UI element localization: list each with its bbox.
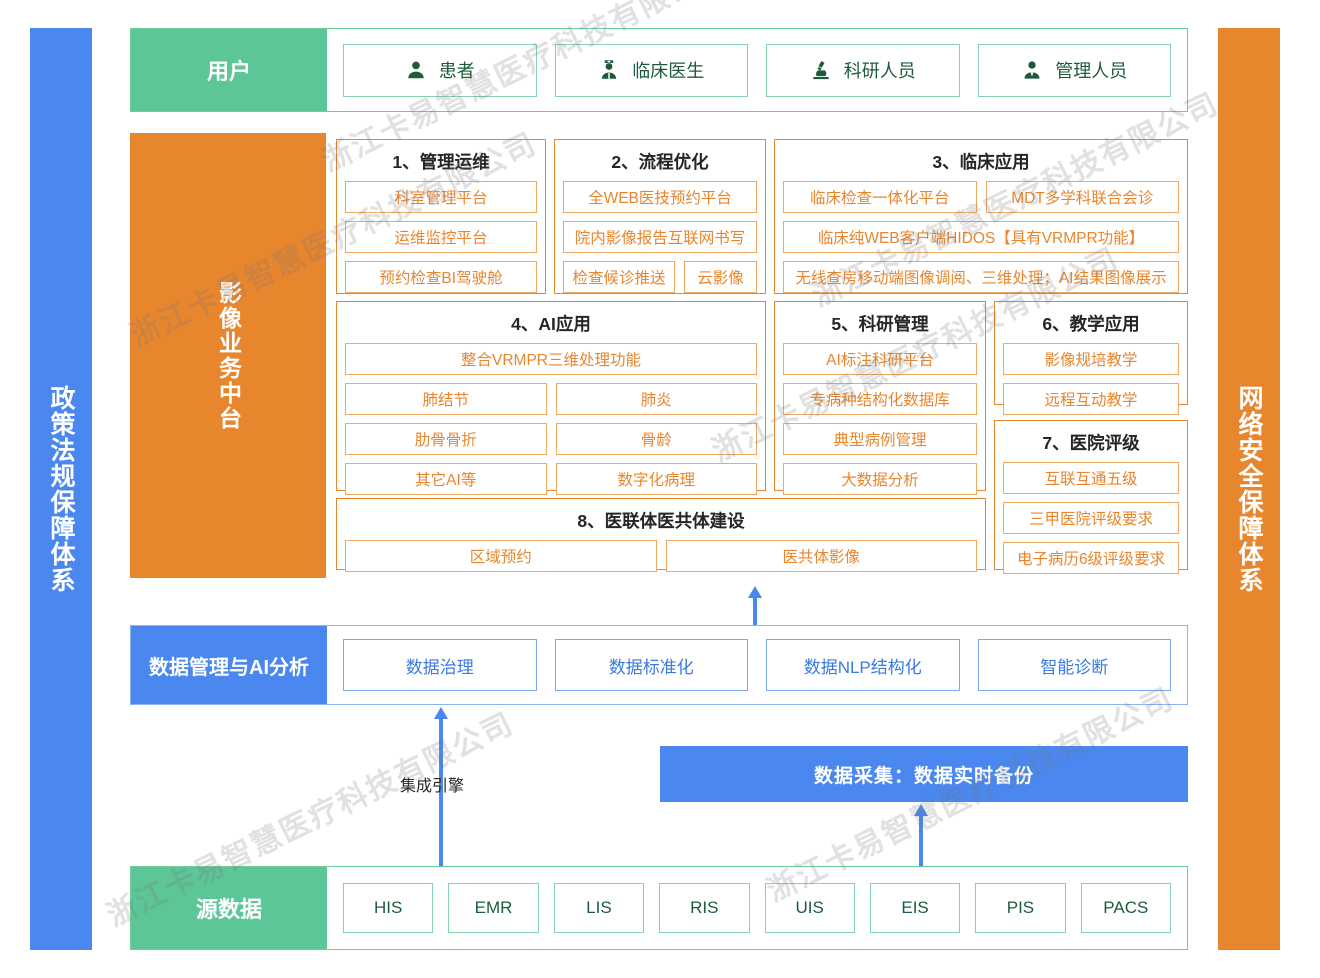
group-item[interactable]: 肺结节	[345, 383, 547, 415]
group-item[interactable]: 骨龄	[555, 423, 757, 455]
group-item[interactable]: 互联互通五级	[1003, 462, 1179, 494]
users-label-text: 用户	[206, 59, 251, 84]
imaging-platform-band: 影像业务中台 1、管理运维 科室管理平台 运维监控平台 预约检查BI驾驶舱 2、…	[130, 133, 1188, 578]
source-chip-pacs[interactable]: PACS	[1080, 883, 1171, 933]
source-chip-his[interactable]: HIS	[343, 883, 434, 933]
group-item[interactable]: 其它AI等	[345, 463, 547, 495]
doctor-icon	[598, 59, 620, 81]
group-item[interactable]: 预约检查BI驾驶舱	[345, 261, 537, 293]
data-management-list: 数据治理 数据标准化 数据NLP结构化 智能诊断	[327, 626, 1187, 704]
group-item[interactable]: 数字化病理	[555, 463, 757, 495]
user-chip-label: 科研人员	[843, 61, 916, 81]
user-chip-researcher[interactable]: 科研人员	[766, 43, 960, 97]
source-chip-lis[interactable]: LIS	[553, 883, 645, 933]
group-process-optimization: 2、流程优化 全WEB医技预约平台 院内影像报告互联网书写 检查候诊推送 云影像	[554, 139, 766, 294]
arrow-integration-engine	[434, 707, 448, 866]
arrow-datamgmt-to-platform	[748, 586, 762, 625]
group-research-management: 5、科研管理 AI标注科研平台 专病种结构化数据库 典型病例管理 大数据分析	[774, 301, 986, 495]
group-clinical-applications: 3、临床应用 临床检查一体化平台 MDT多学科联合会诊 临床纯WEB客户端HID…	[774, 139, 1188, 294]
user-chip-label: 临床医生	[632, 61, 705, 81]
group-management-ops: 1、管理运维 科室管理平台 运维监控平台 预约检查BI驾驶舱	[336, 139, 546, 294]
group-item[interactable]: 三甲医院评级要求	[1003, 502, 1179, 534]
user-chip-patient[interactable]: 患者	[343, 43, 537, 97]
group-item[interactable]: 电子病历6级评级要求	[1003, 542, 1179, 574]
arrow-source-to-collection	[914, 804, 928, 866]
source-chip-uis[interactable]: UIS	[764, 883, 855, 933]
group-title: 3、临床应用	[932, 152, 1030, 172]
group-item[interactable]: 运维监控平台	[345, 221, 537, 253]
integration-engine-label: 集成引擎	[400, 778, 465, 795]
group-title: 2、流程优化	[611, 152, 709, 172]
group-item[interactable]: 肺炎	[555, 383, 757, 415]
user-chip-label: 管理人员	[1055, 61, 1128, 81]
data-mgmt-chip-governance[interactable]: 数据治理	[343, 639, 537, 691]
patient-icon	[405, 59, 427, 81]
group-title: 8、医联体医共体建设	[577, 511, 745, 531]
group-item[interactable]: 大数据分析	[783, 463, 977, 495]
data-management-label-text: 数据管理与AI分析	[149, 656, 309, 679]
user-chip-clinician[interactable]: 临床医生	[554, 43, 748, 97]
group-title: 4、AI应用	[511, 314, 591, 334]
imaging-platform-label: 影像业务中台	[130, 133, 326, 578]
source-chip-eis[interactable]: EIS	[869, 883, 961, 933]
microscope-icon	[810, 59, 832, 81]
manager-icon	[1021, 59, 1043, 81]
group-item[interactable]: 影像规培教学	[1003, 343, 1179, 375]
group-item[interactable]: 区域预约	[345, 540, 657, 572]
group-item[interactable]: 典型病例管理	[783, 423, 977, 455]
group-item[interactable]: AI标注科研平台	[783, 343, 977, 375]
group-item[interactable]: 云影像	[684, 261, 757, 293]
group-medical-consortium: 8、医联体医共体建设 区域预约 医共体影像	[336, 498, 986, 572]
group-ai-applications: 4、AI应用 整合VRMPR三维处理功能 肺结节 肺炎 肋骨骨折 骨龄 其它AI…	[336, 301, 766, 495]
source-data-band: 源数据 HIS EMR LIS RIS UIS EIS PIS PACS	[130, 866, 1188, 950]
group-teaching-applications: 6、教学应用 影像规培教学 远程互动教学	[994, 301, 1188, 415]
data-management-label: 数据管理与AI分析	[131, 626, 327, 704]
security-rail: 网络安全保障体系	[1218, 28, 1280, 950]
group-item[interactable]: 临床检查一体化平台	[783, 181, 977, 213]
security-rail-label: 网络安全保障体系	[1235, 385, 1263, 593]
group-hospital-rating: 7、医院评级 互联互通五级 三甲医院评级要求 电子病历6级评级要求	[994, 420, 1188, 574]
data-collection-bar: 数据采集：数据实时备份	[660, 746, 1188, 802]
group-item[interactable]: 整合VRMPR三维处理功能	[345, 343, 757, 375]
group-item[interactable]: 检查候诊推送	[563, 261, 676, 293]
source-chip-emr[interactable]: EMR	[448, 883, 539, 933]
user-chip-administrator[interactable]: 管理人员	[977, 43, 1171, 97]
group-item[interactable]: 科室管理平台	[345, 181, 537, 213]
group-item[interactable]: 肋骨骨折	[345, 423, 547, 455]
group-item[interactable]: 专病种结构化数据库	[783, 383, 977, 415]
users-band: 用户 患者	[130, 28, 1188, 112]
group-title: 5、科研管理	[831, 314, 929, 334]
policy-rail: 政策法规保障体系	[30, 28, 92, 950]
group-item[interactable]: 临床纯WEB客户端HIDOS【具有VRMPR功能】	[783, 221, 1179, 253]
policy-rail-label: 政策法规保障体系	[47, 385, 75, 593]
source-chip-pis[interactable]: PIS	[975, 883, 1066, 933]
source-data-list: HIS EMR LIS RIS UIS EIS PIS PACS	[327, 867, 1187, 949]
group-item[interactable]: 无线查房移动端图像调阅、三维处理；AI结果图像展示	[783, 261, 1179, 293]
data-mgmt-chip-diagnosis[interactable]: 智能诊断	[977, 639, 1171, 691]
data-mgmt-chip-standardization[interactable]: 数据标准化	[554, 639, 748, 691]
group-item[interactable]: 院内影像报告互联网书写	[563, 221, 757, 253]
source-data-label-text: 源数据	[195, 897, 262, 922]
group-item[interactable]: 医共体影像	[665, 540, 977, 572]
source-data-label: 源数据	[131, 867, 327, 949]
users-band-label: 用户	[131, 29, 327, 111]
group-title: 6、教学应用	[1042, 314, 1140, 334]
user-chip-label: 患者	[438, 61, 475, 81]
users-list: 患者 临床医生	[327, 29, 1187, 111]
group-title: 7、医院评级	[1042, 433, 1140, 453]
source-chip-ris[interactable]: RIS	[659, 883, 750, 933]
data-management-band: 数据管理与AI分析 数据治理 数据标准化 数据NLP结构化 智能诊断	[130, 625, 1188, 705]
imaging-platform-label-text: 影像业务中台	[215, 280, 242, 431]
imaging-platform-groups: 1、管理运维 科室管理平台 运维监控平台 预约检查BI驾驶舱 2、流程优化 全W…	[326, 133, 1188, 578]
data-mgmt-chip-nlp[interactable]: 数据NLP结构化	[766, 639, 960, 691]
group-item[interactable]: 远程互动教学	[1003, 383, 1179, 415]
group-title: 1、管理运维	[392, 152, 490, 172]
group-item[interactable]: 全WEB医技预约平台	[563, 181, 757, 213]
group-item[interactable]: MDT多学科联合会诊	[985, 181, 1179, 213]
